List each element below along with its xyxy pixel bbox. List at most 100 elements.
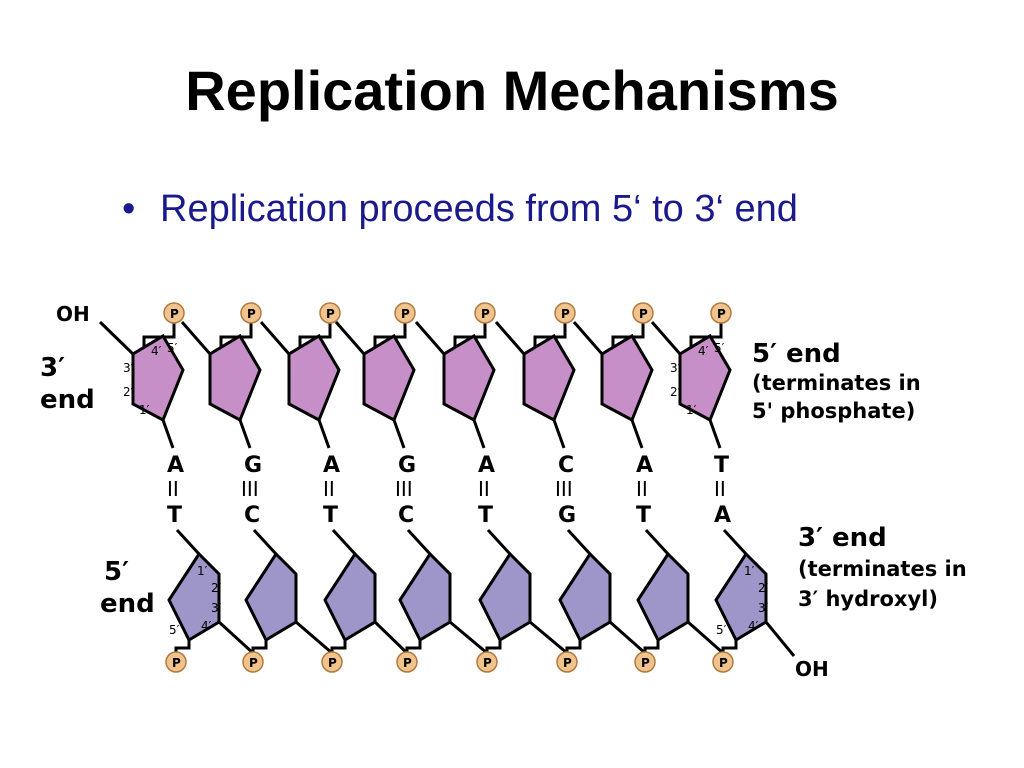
phosphate-circle (321, 651, 343, 673)
sugar-ring (636, 551, 690, 643)
phosphate-circle (163, 302, 185, 324)
terminal-oh-bond (98, 320, 135, 356)
bottom-right-oh-label: OH (795, 657, 829, 681)
sugar-ring (362, 333, 416, 423)
phosphodiester-bond (449, 620, 488, 655)
phosphate-label: P (328, 656, 337, 670)
glycosidic-bond (238, 419, 252, 449)
bottom-base-letter: T (636, 503, 651, 528)
carbon-number: 2′ (670, 385, 681, 399)
top-right-end-label-line3: 5' phosphate) (752, 399, 915, 423)
phosphate-label: P (247, 307, 256, 321)
phosphate-label: P (639, 307, 648, 321)
bottom-right-end-label-line1: 3′ end (798, 523, 887, 553)
glycosidic-bond (392, 419, 406, 449)
hydrogen-bond: III (555, 477, 573, 501)
top-right-end-label-line1: 5′ end (752, 339, 841, 369)
bottom-base-letter: T (323, 503, 338, 528)
phosphodiester-bond (180, 321, 212, 355)
phosphate-label: P (170, 307, 179, 321)
phosphate-label: P (641, 656, 650, 670)
terminal-oh-bond (764, 621, 796, 657)
phosphate-circle (396, 651, 418, 673)
bottom-right-end-label-line3: 3′ hydroxyl) (798, 587, 938, 611)
hydrogen-bond: II (636, 477, 648, 501)
carbon-number: 3′ (211, 601, 222, 615)
hydrogen-bond: III (395, 477, 413, 501)
top-left-oh-label: OH (56, 302, 90, 326)
phosphodiester-bond (217, 620, 255, 655)
sugar-ring (208, 333, 262, 423)
phosphate-circle (394, 302, 416, 324)
carbon-number: 4′ (698, 344, 709, 358)
slide-title: Replication Mechanisms (185, 59, 839, 122)
hydrogen-bond: II (167, 477, 179, 501)
carbon-number: 1′ (686, 403, 697, 417)
phosphate-circle (240, 302, 262, 324)
phosphate-circle (556, 651, 578, 673)
phosphodiester-bond (650, 321, 682, 355)
top-left-end-label-line1: 3′ (40, 353, 65, 383)
bottom-left-end-label-line2: end (100, 589, 155, 619)
phosphate-circle (710, 302, 732, 324)
glycosidic-bond (331, 528, 357, 556)
bottom-base-letter: G (558, 503, 576, 528)
backbone-link (721, 640, 738, 653)
phosphate-circle (632, 302, 654, 324)
phosphate-label: P (481, 307, 490, 321)
glycosidic-bond (644, 528, 670, 556)
carbon-number: 3′ (670, 361, 681, 375)
sugar-ring (678, 333, 732, 423)
glycosidic-bond (486, 528, 512, 556)
phosphate-label: P (563, 656, 572, 670)
bottom-base-letter: C (398, 503, 414, 528)
carbon-number: 2′ (123, 385, 134, 399)
glycosidic-bond (175, 528, 201, 556)
bottom-base-letter: C (244, 503, 260, 528)
phosphate-circle (476, 651, 498, 673)
phosphodiester-bond (295, 620, 333, 655)
phosphodiester-bond (259, 321, 291, 355)
phosphate-circle (242, 651, 264, 673)
top-base-letter: G (398, 453, 416, 478)
phosphodiester-bond (609, 620, 646, 655)
carbon-number: 5′ (714, 341, 725, 355)
phosphodiester-bond (494, 321, 526, 355)
sugar-ring (398, 551, 452, 643)
phosphate-label: P (172, 656, 181, 670)
phosphate-label: P (483, 656, 492, 670)
glycosidic-bond (630, 419, 644, 449)
carbon-number: 1′ (139, 403, 150, 417)
bottom-base-letter: T (478, 503, 493, 528)
backbone-link (251, 640, 268, 653)
bullet-text: Replication proceeds from 5‘ to 3‘ end (160, 188, 798, 230)
carbon-number: 3′ (123, 361, 134, 375)
bullet-symbol: • (122, 188, 136, 230)
sugar-ring (287, 333, 341, 423)
sugar-ring (167, 551, 221, 643)
backbone-link (565, 640, 582, 653)
carbon-number: 5′ (716, 623, 727, 637)
carbon-number: 2′ (758, 581, 769, 595)
top-base-letter: A (167, 453, 184, 478)
sugar-ring (323, 551, 377, 643)
hydrogen-bond: II (714, 477, 726, 501)
phosphate-circle (554, 302, 576, 324)
carbon-number: 5′ (169, 623, 180, 637)
hydrogen-bond: II (478, 477, 490, 501)
sugar-ring (442, 333, 496, 423)
top-base-letter: A (478, 453, 495, 478)
bottom-base-letter: A (714, 503, 731, 528)
phosphate-label: P (717, 307, 726, 321)
carbon-number: 5′ (167, 341, 178, 355)
hydrogen-bond: III (241, 477, 259, 501)
sugar-ring (522, 333, 576, 423)
top-base-letter: A (323, 453, 340, 478)
phosphodiester-bond (334, 321, 366, 355)
glycosidic-bond (566, 528, 592, 556)
backbone-link (330, 640, 347, 653)
